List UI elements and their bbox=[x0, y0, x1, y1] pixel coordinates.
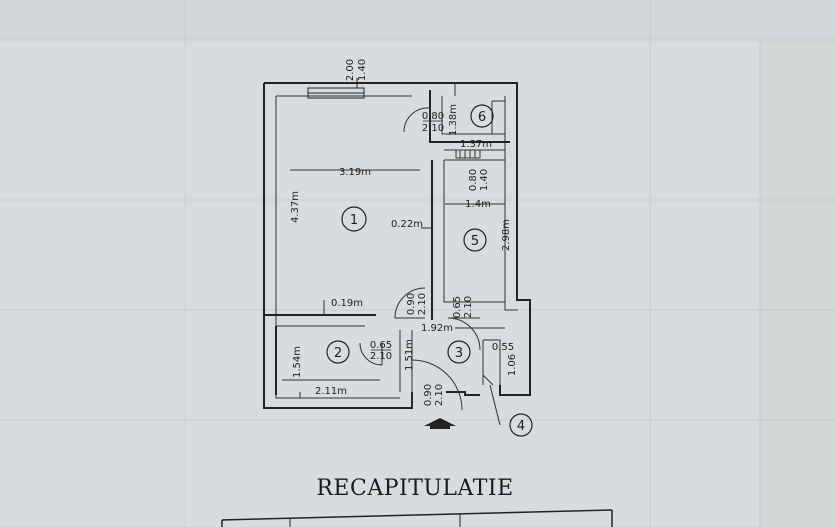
room-4-number: 4 bbox=[517, 419, 525, 434]
room-5-number: 5 bbox=[471, 234, 479, 249]
room-6-circle bbox=[470, 104, 494, 128]
floor-plan: 1 2 3 4 5 6 3.19m 0.22m 0.19m 1.37m 1.4m… bbox=[263, 59, 533, 437]
room-1-circle bbox=[341, 206, 367, 232]
paper-right-band bbox=[760, 40, 835, 527]
room-1-width-label: 3.19m bbox=[339, 167, 371, 178]
door-1-bottom-label: 2.10 bbox=[417, 293, 428, 315]
room-5-walls bbox=[431, 159, 505, 320]
room-6-number: 6 bbox=[478, 110, 486, 125]
room-1-height-label: 4.37m bbox=[290, 191, 301, 223]
room-2-width-label: 2.11m bbox=[315, 386, 347, 397]
door-5-top-label: 0.80 bbox=[468, 169, 479, 191]
room-6-walls bbox=[403, 83, 510, 159]
hall-width-label: 1.92m bbox=[421, 323, 453, 334]
recap-title: RECAPITULATIE bbox=[316, 476, 513, 501]
room-6-width-label: 1.37m bbox=[460, 139, 492, 150]
room-1-partitions bbox=[264, 287, 426, 327]
window-top-label: 2.00 bbox=[345, 59, 356, 81]
entry-door-top-label: 0.90 bbox=[423, 384, 434, 406]
ledge-label: 0.19m bbox=[331, 298, 363, 309]
room-4-height-label: 1.06 bbox=[507, 354, 518, 376]
entry-door-bottom-label: 2.10 bbox=[434, 384, 445, 406]
top-window bbox=[307, 78, 365, 99]
door-5b-top-label: 0.65 bbox=[452, 296, 463, 318]
entry-arrow-base bbox=[430, 424, 450, 429]
paper-top-band bbox=[0, 0, 835, 40]
room-2-height-label: 1.54m bbox=[292, 346, 303, 378]
room-4-width-label: 0.55 bbox=[492, 342, 514, 353]
door-1-top-label: 0.90 bbox=[406, 293, 417, 315]
door-2-top-label: 0.65 bbox=[370, 340, 392, 351]
door-5-bottom-label: 1.40 bbox=[479, 169, 490, 191]
room-5-width-label: 1.4m bbox=[465, 199, 491, 210]
room-3-number: 3 bbox=[455, 346, 463, 361]
room-4-walls bbox=[482, 339, 501, 426]
door-5b-bottom-label: 2.10 bbox=[463, 296, 474, 318]
hall-3-walls bbox=[399, 317, 481, 411]
room-4-circle bbox=[509, 413, 533, 437]
window-bottom-label: 1.40 bbox=[357, 59, 368, 81]
room-3-circle bbox=[447, 340, 471, 364]
gap-label: 0.22m bbox=[391, 219, 423, 230]
room-5-circle bbox=[463, 228, 487, 252]
recap-table-edge bbox=[221, 509, 613, 527]
room-1-number: 1 bbox=[350, 213, 358, 228]
door-6-bottom-label: 2.10 bbox=[422, 123, 444, 134]
room-2-number: 2 bbox=[334, 346, 342, 361]
door-6-top-label: 0.80 bbox=[422, 111, 444, 122]
door-2-bottom-label: 2.10 bbox=[370, 351, 392, 362]
hall-height-label: 1.51m bbox=[404, 339, 415, 371]
room-6-height-label: 1.38m bbox=[448, 104, 459, 136]
room-5-height-label: 2.98m bbox=[501, 219, 512, 251]
room-2-circle bbox=[326, 340, 350, 364]
room-2-walls bbox=[275, 326, 383, 398]
